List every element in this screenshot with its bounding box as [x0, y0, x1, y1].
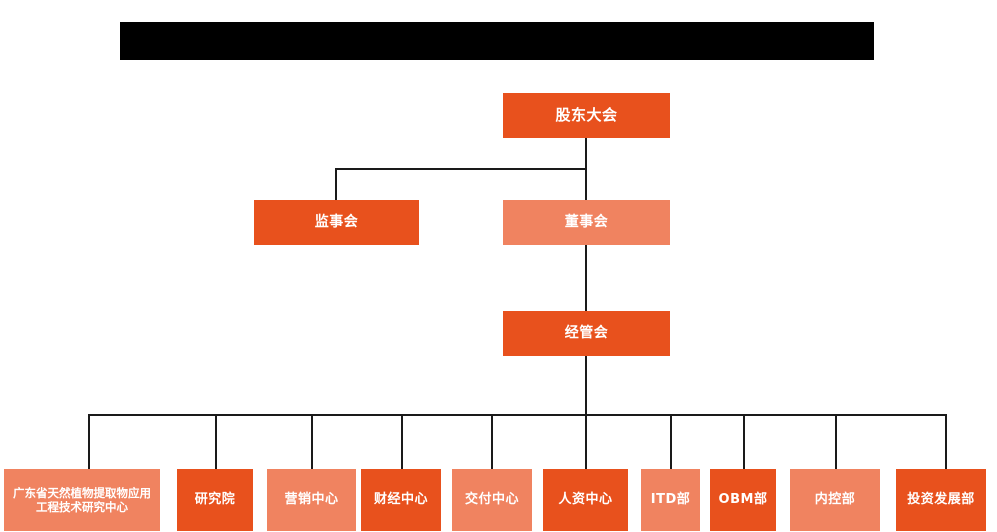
- org-node-label: 董事会: [564, 213, 609, 230]
- org-node-finance-center[interactable]: 财经中心: [361, 469, 441, 531]
- connector-management-committee-to-bus: [585, 356, 587, 414]
- org-node-label: OBM部: [718, 491, 768, 507]
- org-node-label: 股东大会: [555, 106, 618, 125]
- org-node-board-of-directors[interactable]: 董事会: [503, 200, 670, 245]
- org-node-label: 财经中心: [373, 491, 428, 507]
- org-node-label: 营销中心: [284, 491, 339, 507]
- org-node-label: 人资中心: [558, 491, 613, 507]
- connector-board-to-management-committee: [585, 245, 587, 311]
- connector-junction-to-board-of-directors: [585, 168, 587, 200]
- connector-drop-internal-control-department: [835, 414, 837, 469]
- org-node-management-committee[interactable]: 经管会: [503, 311, 670, 356]
- connector-shareholders-to-junction: [585, 138, 587, 169]
- connector-drop-delivery-center: [491, 414, 493, 469]
- org-node-label: 广东省天然植物提取物应用工程技术研究中心: [13, 485, 151, 514]
- connector-drop-obm-department: [743, 414, 745, 469]
- org-node-label: ITD部: [650, 491, 691, 507]
- connector-junction-to-supervisory-board: [335, 168, 337, 200]
- org-node-hr-center[interactable]: 人资中心: [543, 469, 628, 531]
- connector-drop-research-institute: [215, 414, 217, 469]
- connector-drop-itd-department: [670, 414, 672, 469]
- org-node-supervisory-board[interactable]: 监事会: [254, 200, 419, 245]
- connector-drop-marketing-center: [311, 414, 313, 469]
- org-node-investment-development-department[interactable]: 投资发展部: [896, 469, 986, 531]
- connector-junction-horizontal-sup-board: [335, 168, 586, 170]
- connector-department-bus: [88, 414, 947, 416]
- org-node-label: 监事会: [314, 213, 359, 230]
- redacted-title-banner: [120, 22, 874, 60]
- org-node-marketing-center[interactable]: 营销中心: [267, 469, 356, 531]
- org-node-delivery-center[interactable]: 交付中心: [452, 469, 532, 531]
- org-node-shareholders-meeting[interactable]: 股东大会: [503, 93, 670, 138]
- org-node-label: 经管会: [564, 324, 609, 341]
- org-node-obm-department[interactable]: OBM部: [710, 469, 776, 531]
- org-node-label: 研究院: [194, 491, 236, 507]
- connector-drop-hr-center: [585, 414, 587, 469]
- connector-drop-investment-development-department: [945, 414, 947, 469]
- org-node-label: 内控部: [814, 491, 856, 507]
- org-node-gd-natural-plant-extract-center[interactable]: 广东省天然植物提取物应用工程技术研究中心: [4, 469, 160, 531]
- org-node-research-institute[interactable]: 研究院: [177, 469, 253, 531]
- connector-drop-finance-center: [401, 414, 403, 469]
- org-node-label: 交付中心: [464, 491, 519, 507]
- connector-drop-gd-natural-plant-extract-center: [88, 414, 90, 469]
- org-node-itd-department[interactable]: ITD部: [641, 469, 700, 531]
- org-node-label: 投资发展部: [907, 491, 975, 507]
- org-node-internal-control-department[interactable]: 内控部: [790, 469, 880, 531]
